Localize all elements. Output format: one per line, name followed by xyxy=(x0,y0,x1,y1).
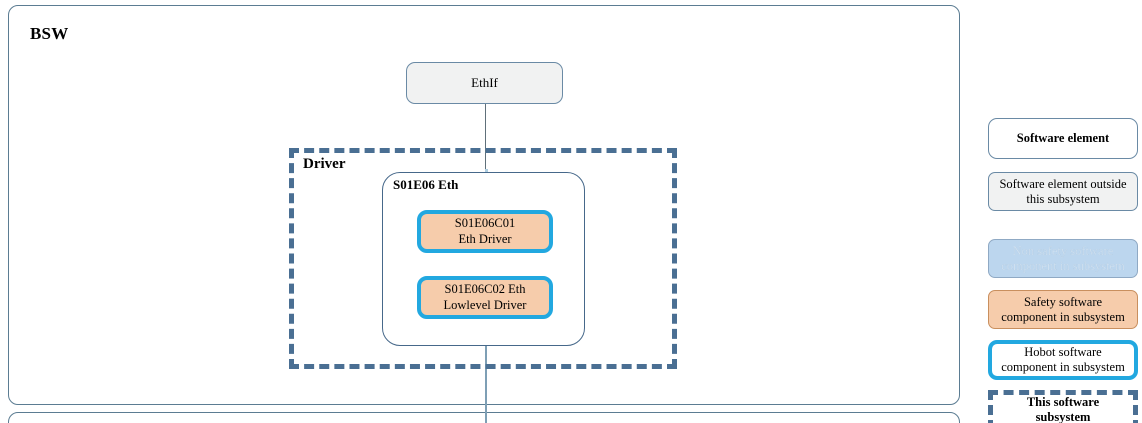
group-driver-title: Driver xyxy=(303,156,346,172)
component-s01e06c01-line1: S01E06C01 xyxy=(454,216,516,231)
block-ethif-label: EthIf xyxy=(471,75,498,91)
component-s01e06c02-line1: S01E06C02 Eth xyxy=(444,282,526,297)
block-ethif[interactable]: EthIf xyxy=(406,62,563,104)
panel-lower xyxy=(8,412,960,423)
legend-item-non-safety-component: Non safety software component in subsyst… xyxy=(988,239,1138,278)
component-s01e06c01-eth-driver[interactable]: S01E06C01 Eth Driver xyxy=(417,210,553,253)
module-s01e06-eth-title: S01E06 Eth xyxy=(393,177,459,192)
legend-item-this-subsystem-line1: This software xyxy=(1026,395,1100,410)
legend-item-software-element: Software element xyxy=(988,118,1138,159)
legend-item-software-element-outside: Software element outside this subsystem xyxy=(988,172,1138,211)
legend-item-non-safety-line2: component in subsystem xyxy=(1001,258,1125,273)
component-s01e06c02-eth-lowlevel-driver[interactable]: S01E06C02 Eth Lowlevel Driver xyxy=(417,276,553,319)
legend-item-this-subsystem: This software subsystem xyxy=(988,390,1138,423)
component-s01e06c02-line2: Lowlevel Driver xyxy=(443,297,527,312)
legend-item-hobot-line1: Hobot software xyxy=(1024,345,1102,360)
component-s01e06c01-line2: Eth Driver xyxy=(458,231,512,246)
legend-item-safety-line1: Safety software xyxy=(1023,294,1103,309)
legend-item-hobot-line2: component in subsystem xyxy=(1001,360,1125,374)
connector-driver-to-lower-panel xyxy=(485,320,487,423)
legend-item-software-element-outside-line1: Software element outside xyxy=(999,176,1127,191)
module-s01e06-eth xyxy=(382,172,585,346)
panel-bsw-title: BSW xyxy=(30,24,69,43)
legend-item-this-subsystem-line2: subsystem xyxy=(1035,410,1091,423)
legend-item-safety-line2: component in subsystem xyxy=(1001,309,1125,324)
legend-item-safety-component: Safety software component in subsystem xyxy=(988,290,1138,329)
legend-item-hobot-component: Hobot software component in subsystem xyxy=(988,340,1138,380)
connector-ethif-to-driver-upper xyxy=(485,103,486,169)
legend-item-software-element-outside-line2: this subsystem xyxy=(1026,191,1100,206)
legend-item-non-safety-line1: Non safety software xyxy=(1012,243,1114,258)
group-driver xyxy=(289,148,677,369)
legend-item-software-element-label: Software element xyxy=(1016,131,1110,146)
